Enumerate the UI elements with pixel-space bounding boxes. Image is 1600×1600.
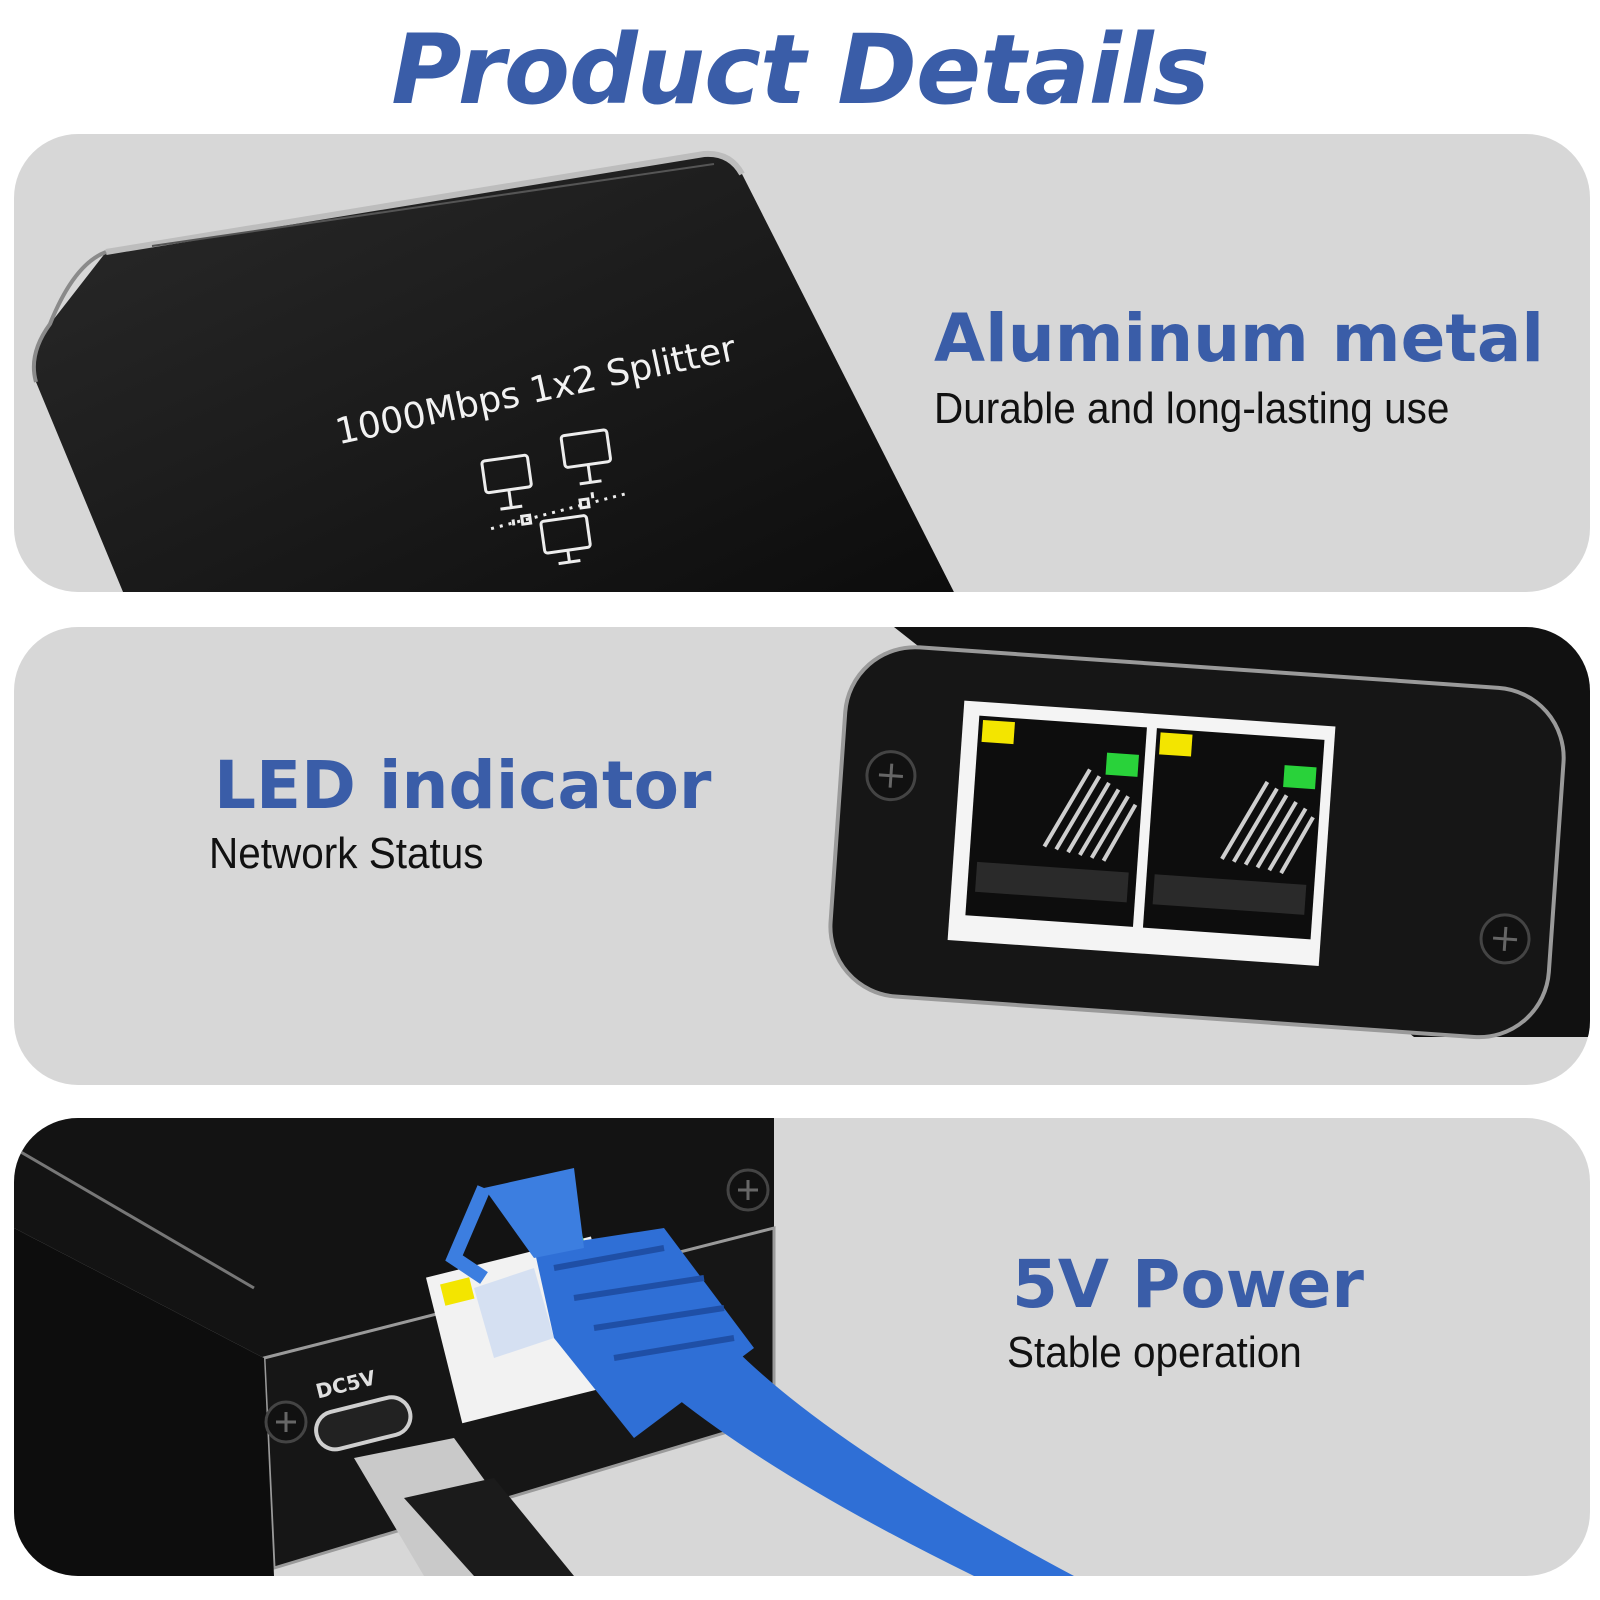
screw-icon (865, 750, 917, 802)
feature-panel-power: DC5V 5V Power Stable operation (14, 1118, 1590, 1576)
splitter-power-image: DC5V (14, 1118, 1074, 1576)
feature-heading-power: 5V Power (1012, 1246, 1364, 1323)
usb-c-cable (404, 1478, 574, 1576)
led-yellow-indicator (440, 1277, 475, 1306)
led-yellow-indicator (1159, 732, 1193, 757)
feature-description-aluminum: Durable and long-lasting use (934, 384, 1450, 433)
feature-description-power: Stable operation (1007, 1328, 1302, 1377)
rj45-port-2[interactable] (1142, 728, 1325, 940)
usb-c-port[interactable] (312, 1393, 414, 1453)
feature-heading-led: LED indicator (214, 747, 712, 824)
splitter-ports-image (828, 627, 1590, 1040)
feature-heading-aluminum: Aluminum metal (934, 300, 1545, 377)
screw-icon (726, 1168, 770, 1212)
led-yellow-indicator (981, 719, 1015, 745)
screw-icon (1479, 913, 1531, 965)
ethernet-cable (445, 1168, 1074, 1576)
feature-panel-aluminum: 1000Mbps 1x2 Splitter Aluminum metal Dur… (14, 134, 1590, 592)
page-title: Product Details (391, 14, 1209, 126)
screw-icon (264, 1400, 308, 1444)
rj45-port-1[interactable] (965, 715, 1147, 927)
feature-description-led: Network Status (209, 829, 484, 878)
feature-panel-led: LED indicator Network Status (14, 627, 1590, 1085)
splitter-top-image: 1000Mbps 1x2 Splitter (31, 150, 954, 592)
led-green-indicator (1283, 765, 1317, 790)
led-green-indicator (1105, 752, 1139, 777)
network-topology-icon (480, 428, 628, 566)
